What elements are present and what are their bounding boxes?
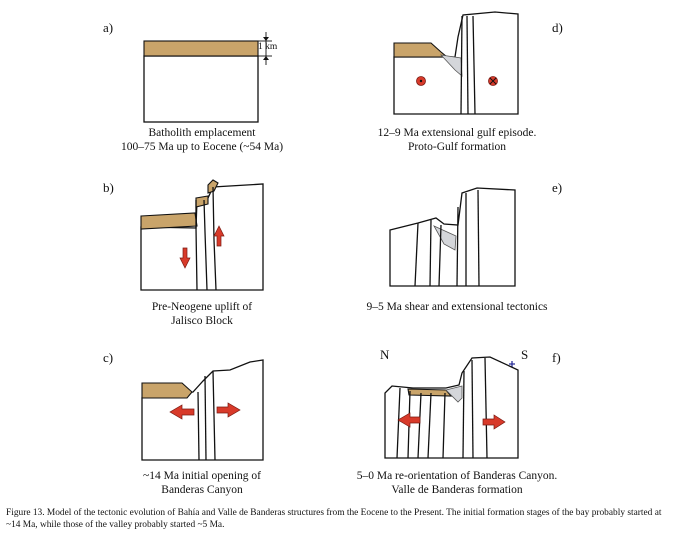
panel-d-caption: 12–9 Ma extensional gulf episode. Proto-… bbox=[378, 126, 537, 154]
caption-line: Banderas Canyon bbox=[143, 483, 261, 497]
caption-line: 9–5 Ma shear and extensional tectonics bbox=[366, 300, 547, 314]
panel-c-caption: ~14 Ma initial opening of Banderas Canyo… bbox=[143, 469, 261, 497]
panel-d-block bbox=[394, 12, 518, 114]
caption-line: 12–9 Ma extensional gulf episode. bbox=[378, 126, 537, 140]
caption-line: 5–0 Ma re-orientation of Banderas Canyon… bbox=[357, 469, 558, 483]
panel-f-letter: f) bbox=[552, 350, 561, 366]
caption-line: ~14 Ma initial opening of bbox=[143, 469, 261, 483]
figure-caption: Figure 13. Model of the tectonic evoluti… bbox=[6, 507, 670, 531]
caption-line: Pre-Neogene uplift of bbox=[152, 300, 252, 314]
panel-f-caption: 5–0 Ma re-orientation of Banderas Canyon… bbox=[357, 469, 558, 497]
panel-b-caption: Pre-Neogene uplift of Jalisco Block bbox=[152, 300, 252, 328]
panel-e-block bbox=[390, 188, 515, 286]
panel-a-letter: a) bbox=[103, 20, 113, 36]
panel-c-letter: c) bbox=[103, 350, 113, 366]
panel-b-block bbox=[141, 180, 263, 290]
tectonic-model-figure bbox=[0, 0, 674, 500]
panel-d-letter: d) bbox=[552, 20, 563, 36]
north-label: N bbox=[380, 347, 389, 363]
panel-f-block bbox=[385, 357, 518, 458]
caption-line: Proto-Gulf formation bbox=[378, 140, 537, 154]
caption-line: Valle de Banderas formation bbox=[357, 483, 558, 497]
panel-a-caption: Batholith emplacement 100–75 Ma up to Eo… bbox=[121, 126, 283, 154]
caption-line: Batholith emplacement bbox=[121, 126, 283, 140]
panel-b-letter: b) bbox=[103, 180, 114, 196]
panel-c-block bbox=[142, 360, 263, 460]
panel-e-caption: 9–5 Ma shear and extensional tectonics bbox=[366, 300, 547, 314]
scale-label: 1 km bbox=[258, 42, 277, 52]
caption-line: 100–75 Ma up to Eocene (~54 Ma) bbox=[121, 140, 283, 154]
panel-e-letter: e) bbox=[552, 180, 562, 196]
panel-a-block bbox=[144, 32, 272, 122]
caption-line: Jalisco Block bbox=[152, 314, 252, 328]
south-label: S bbox=[521, 347, 528, 363]
